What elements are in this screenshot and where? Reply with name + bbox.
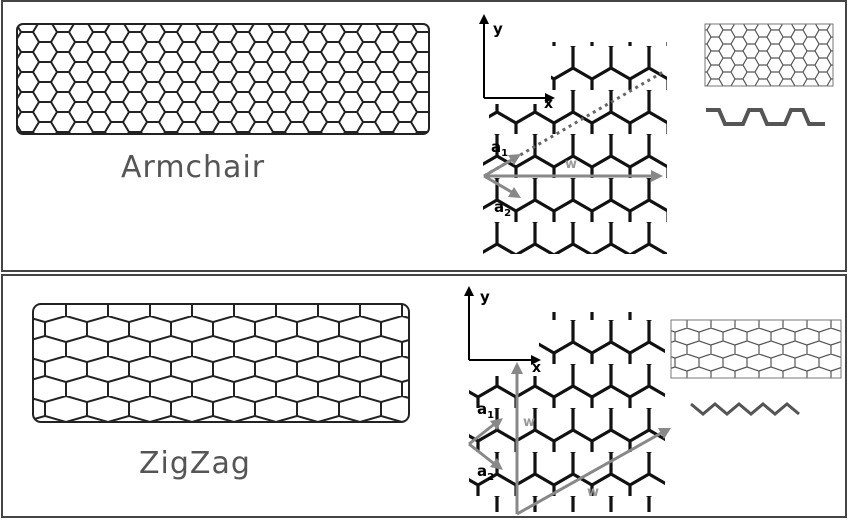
armchair-label: Armchair <box>121 150 266 185</box>
zigzag-w-vertical-label: w <box>523 415 535 430</box>
zigzag-edge-profile <box>690 402 800 416</box>
armchair-small-tube <box>704 23 834 87</box>
armchair-w-label: w <box>565 157 577 172</box>
armchair-nanotube <box>16 23 430 135</box>
zigzag-axes: y x <box>464 286 541 376</box>
zigzag-figure: y x a1 a2 w w <box>32 286 842 516</box>
armchair-x-axis-label: x <box>544 96 553 112</box>
armchair-a2-label: a2 <box>494 198 511 219</box>
armchair-y-axis-label: y <box>493 20 503 38</box>
armchair-figure: y x a1 a2 w <box>16 14 834 254</box>
zigzag-w-diagonal-label: w <box>587 485 599 500</box>
zigzag-small-tube <box>670 319 842 379</box>
armchair-lattice <box>481 42 667 254</box>
zigzag-y-axis-label: y <box>480 288 490 306</box>
zigzag-lattice <box>467 312 665 512</box>
zigzag-a1-label: a1 <box>477 400 494 421</box>
zigzag-panel: y x a1 a2 w w ZigZag <box>1 274 847 518</box>
armchair-vectors: a1 a2 w <box>483 70 664 219</box>
armchair-a1-label: a1 <box>491 138 508 159</box>
zigzag-vectors: a1 a2 w w <box>468 362 671 516</box>
armchair-edge-profile <box>706 108 825 126</box>
zigzag-nanotube <box>32 303 410 423</box>
armchair-axes: y x <box>479 14 555 112</box>
zigzag-x-axis-label: x <box>532 360 541 376</box>
armchair-panel: y x a1 a2 w Armchair <box>1 0 847 272</box>
zigzag-label: ZigZag <box>139 446 251 481</box>
zigzag-a2-label: a2 <box>477 462 494 483</box>
